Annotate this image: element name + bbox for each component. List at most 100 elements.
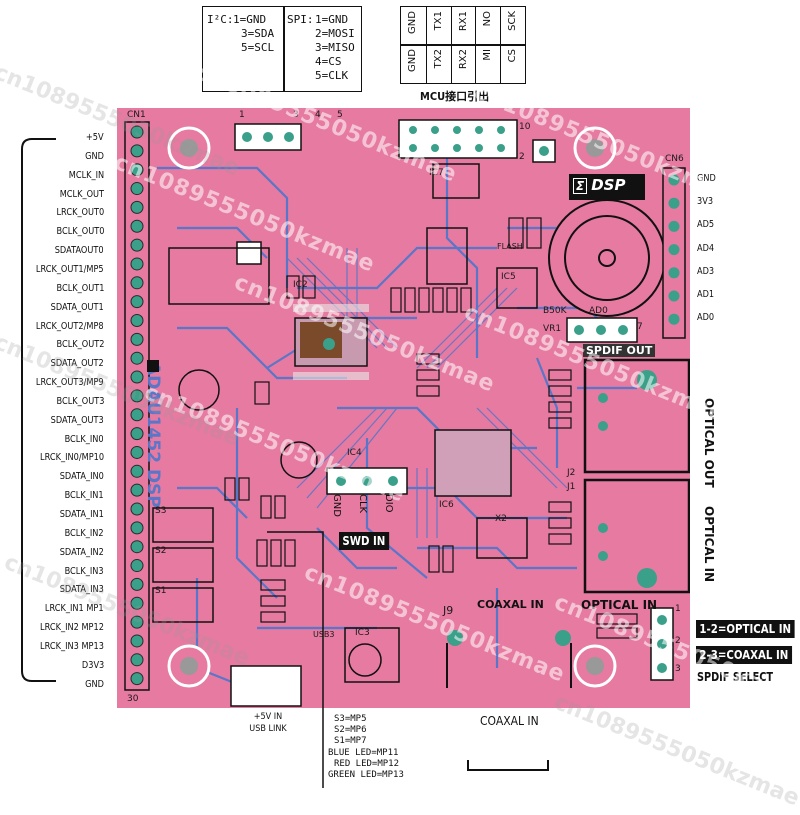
cn1-pad bbox=[130, 351, 144, 365]
cn1-pad bbox=[130, 502, 144, 516]
cn1-pad bbox=[130, 464, 144, 478]
right-pin-label: 3V3 bbox=[697, 196, 714, 208]
spdif-out-label: SPDIF OUT bbox=[583, 344, 656, 357]
right-pin-label: AD3 bbox=[697, 265, 715, 277]
spi-line-5: 5=CLK bbox=[315, 69, 349, 82]
cn6-pad bbox=[668, 244, 680, 256]
cn6-pad bbox=[668, 220, 680, 232]
x2-label: X2 bbox=[495, 514, 507, 524]
left-pin-label: SDATA_IN2 bbox=[59, 546, 104, 558]
mcu-header-pin-label: NO bbox=[482, 11, 494, 27]
right-pin-label: GND bbox=[697, 173, 716, 184]
mcu-header-cell: RX1 bbox=[450, 7, 476, 45]
cn1-pad bbox=[130, 521, 144, 535]
left-pin-label: BCLK_OUT0 bbox=[56, 226, 104, 238]
ic6-label: IC6 bbox=[439, 500, 454, 510]
spi-line-4: 4=CS bbox=[315, 55, 342, 68]
left-pin-label: BCLK_IN0 bbox=[64, 433, 104, 445]
j9-label: J9 bbox=[443, 604, 454, 617]
pin1-marker bbox=[147, 360, 159, 372]
cn6-pad bbox=[668, 197, 680, 209]
i2c-spi-legend: I²C: 1=GND 3=SDA 5=SCL SPI: 1=GND 2=MOSI… bbox=[202, 6, 362, 92]
mp-note-4: BLUE LED=MP11 bbox=[328, 748, 399, 758]
cn1-pad bbox=[130, 332, 144, 346]
mp-note-3: S1=MP7 bbox=[334, 736, 367, 746]
spdif-select-caption: SPDIF SELECT bbox=[697, 670, 774, 684]
mp-note-1: S3=MP5 bbox=[334, 714, 367, 724]
usb-note-1: +5V IN bbox=[253, 712, 283, 722]
mcu-header-pin-label: CS bbox=[507, 49, 519, 63]
left-pin-label: BCLK_IN3 bbox=[64, 565, 104, 577]
cn1-pad bbox=[130, 559, 144, 573]
spdif-opt1-label: 1-2=OPTICAL IN bbox=[696, 620, 795, 638]
left-pin-label: SDATA_IN0 bbox=[59, 471, 104, 483]
cn1-pad bbox=[130, 596, 144, 610]
left-pin-label: LRCK_IN3 MP13 bbox=[40, 640, 104, 652]
cn1-pad bbox=[130, 144, 144, 158]
cn1-pad bbox=[130, 182, 144, 196]
left-pin-label: GND bbox=[85, 150, 104, 162]
cn1-pad bbox=[130, 615, 144, 629]
ic7-label: IC7 bbox=[429, 168, 444, 178]
s3-label: S3 bbox=[155, 506, 167, 516]
mcu-header-cell: NO bbox=[475, 7, 500, 45]
cn1-pad bbox=[130, 219, 144, 233]
cn1-pad bbox=[130, 408, 144, 422]
cn1-pad bbox=[130, 200, 144, 214]
s2-label: S2 bbox=[155, 546, 167, 556]
left-pin-label: LRCK_OUT0 bbox=[56, 207, 104, 219]
left-pin-label: BCLK_IN1 bbox=[64, 490, 104, 502]
mcu-header-pin-label: TX2 bbox=[432, 49, 444, 69]
left-pin-label: SDATA_OUT3 bbox=[50, 414, 104, 426]
i2c-line-1: 1=GND bbox=[233, 13, 267, 26]
mcu-header-cell: SCK bbox=[500, 7, 525, 45]
j2-label: J2 bbox=[567, 468, 576, 478]
left-pin-label: LRCK_OUT1/MP5 bbox=[36, 263, 104, 275]
mcu-header-cell: CS bbox=[500, 45, 525, 83]
cn6-pad bbox=[668, 174, 680, 186]
ic2-label: IC2 bbox=[293, 280, 308, 290]
ic4-label: IC4 bbox=[347, 448, 362, 458]
swd-dio-label: DIO bbox=[383, 494, 394, 513]
cn1-pad bbox=[130, 483, 144, 497]
mcu-header-caption: MCU接口引出 bbox=[420, 90, 490, 103]
header-num-7: 7 bbox=[637, 322, 643, 332]
mcu-header-pin-label: TX1 bbox=[432, 11, 444, 31]
left-pin-label: SDATA_IN3 bbox=[59, 584, 104, 596]
spi-title: SPI: bbox=[287, 13, 314, 26]
vr1-label: VR1 bbox=[543, 324, 562, 334]
usb3-label: USB3 bbox=[313, 630, 335, 639]
i2c-line-2: 3=SDA bbox=[241, 27, 275, 40]
left-pin-label: SDATAOUT0 bbox=[55, 245, 104, 257]
cn6-label: CN6 bbox=[665, 154, 684, 164]
hdr-pin-1: 1 bbox=[239, 110, 245, 120]
left-pin-label: SDATA_OUT2 bbox=[50, 358, 104, 370]
hdr-pin-5: 5 bbox=[337, 110, 343, 120]
cn1-pad bbox=[130, 427, 144, 441]
mcu-pin-2: 2 bbox=[519, 152, 525, 162]
left-pin-label: +5V bbox=[86, 132, 104, 143]
cn6-pad bbox=[668, 313, 680, 325]
cn1-pad bbox=[130, 257, 144, 271]
sel-num-2: 2 bbox=[675, 636, 681, 646]
cn1-pad bbox=[130, 370, 144, 384]
s1-label: S1 bbox=[155, 586, 167, 596]
swd-in-label: SWD IN bbox=[339, 532, 389, 550]
mcu-header-cell: TX2 bbox=[425, 45, 451, 83]
mp-note-6: GREEN LED=MP13 bbox=[328, 770, 404, 780]
mcu-header-pin-label: GND bbox=[407, 49, 418, 72]
swd-clk-label: CLK bbox=[357, 494, 368, 514]
optical-in-vertical-label: OPTICAL IN bbox=[702, 506, 716, 583]
left-pin-label: MCLK_IN bbox=[68, 169, 104, 181]
right-pin-label: AD1 bbox=[697, 289, 715, 300]
spdif-opt2-label: 2-3=COAXAL IN bbox=[696, 646, 792, 664]
cn6-pad bbox=[668, 267, 680, 279]
sel-num-3: 3 bbox=[675, 664, 681, 674]
left-pin-label: D3V3 bbox=[81, 659, 104, 671]
swd-gnd-label: GND bbox=[331, 494, 342, 517]
mcu-header-cell: RX2 bbox=[450, 45, 476, 83]
left-pin-label: BCLK_OUT2 bbox=[56, 339, 104, 351]
